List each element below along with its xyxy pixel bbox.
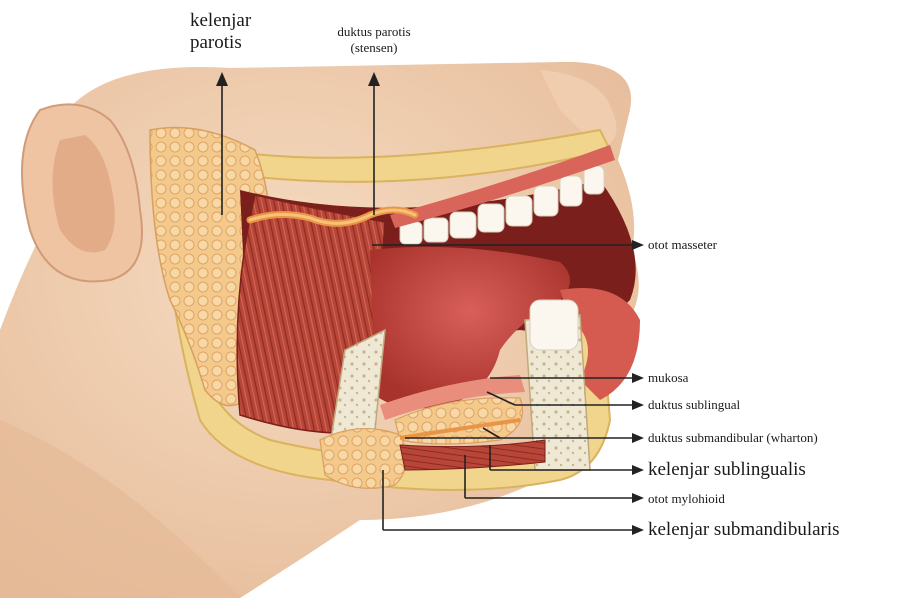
label-kelenjar-sublingualis: kelenjar sublingualis <box>648 459 806 481</box>
label-duktus-parotis-2: (stensen) <box>314 40 434 55</box>
label-duktus-sublingual: duktus sublingual <box>648 397 740 412</box>
label-otot-masseter: otot masseter <box>648 237 717 252</box>
label-duktus-parotis-1: duktus parotis <box>314 24 434 39</box>
label-kelenjar-parotis-1: kelenjar <box>190 10 251 32</box>
label-otot-mylohioid: otot mylohioid <box>648 491 725 506</box>
submandibular-gland <box>320 429 406 489</box>
label-kelenjar-submandibularis: kelenjar submandibularis <box>648 519 840 541</box>
label-mukosa: mukosa <box>648 370 688 385</box>
label-kelenjar-parotis-2: parotis <box>190 32 242 54</box>
lower-tooth <box>530 300 578 350</box>
label-duktus-submandibular: duktus submandibular (wharton) <box>648 430 818 445</box>
